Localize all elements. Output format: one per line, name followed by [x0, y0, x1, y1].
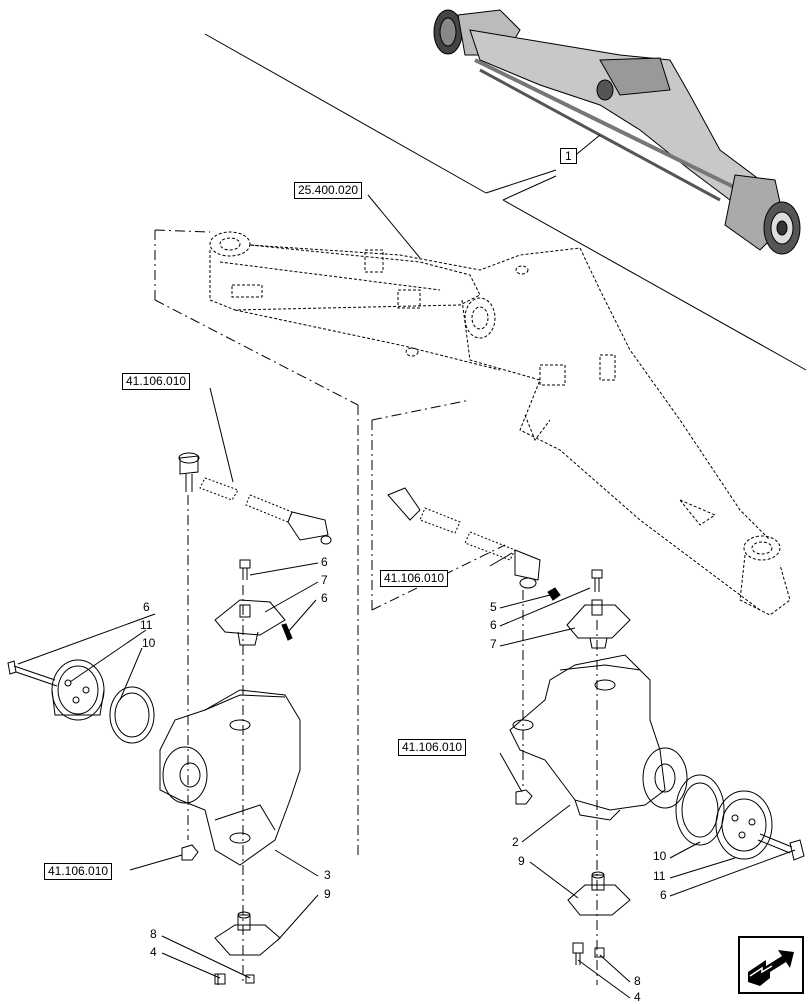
left-seal-ring	[109, 686, 155, 744]
left-lower-bolts	[214, 973, 255, 985]
tie-rod-reference-label-left[interactable]: 41.106.010	[122, 373, 191, 390]
tie-rod-reference-label-right[interactable]: 41.106.010	[380, 570, 449, 587]
left-steering-knuckle	[159, 689, 301, 866]
right-hub-cover	[715, 790, 773, 860]
axle-beam-drawing	[209, 231, 791, 616]
left-hub-cover	[51, 659, 105, 721]
left-bolt-upper	[239, 559, 251, 580]
axle-reference-label[interactable]: 25.400.020	[294, 182, 363, 199]
part-label-8: 8	[634, 974, 641, 988]
part-label-6: 6	[490, 618, 497, 632]
part-label-3: 3	[324, 868, 331, 882]
left-nut	[181, 844, 199, 861]
left-tie-rod-end	[178, 452, 332, 545]
left-lower-pivot-plate	[214, 911, 281, 956]
axle-ref-leader	[367, 194, 421, 259]
left-tie-rod-leader	[209, 387, 234, 483]
right-bolt-upper	[591, 569, 603, 592]
part-label-11: 11	[140, 618, 153, 632]
right-lower-bolts	[572, 942, 605, 965]
part-label-7: 7	[321, 573, 328, 587]
part-label-10: 10	[142, 636, 156, 650]
part-label-7: 7	[490, 637, 497, 651]
left-grease-fitting	[281, 623, 293, 641]
part-label-8: 8	[150, 927, 157, 941]
part-label-10: 10	[653, 849, 667, 863]
next-page-arrow-icon[interactable]	[738, 936, 804, 994]
right-seal-ring	[675, 774, 725, 846]
part-label-6: 6	[321, 591, 328, 605]
axle-beam-frame	[154, 229, 506, 855]
part-label-6: 6	[660, 888, 667, 902]
part-label-4: 4	[634, 990, 641, 1004]
part-label-5: 5	[490, 600, 497, 614]
left-upper-pivot-plate	[214, 599, 286, 646]
right-upper-pivot-plate	[566, 599, 631, 649]
right-grease-fitting	[547, 587, 561, 601]
overview-callout-number: 1	[560, 148, 577, 164]
part-label-6: 6	[321, 555, 328, 569]
part-label-6: 6	[143, 600, 150, 614]
right-tie-rod-end	[387, 487, 541, 589]
right-steering-knuckle	[509, 654, 688, 821]
part-label-4: 4	[150, 945, 157, 959]
right-tie-rod-leader	[489, 552, 513, 567]
part-label-9: 9	[518, 854, 525, 868]
right-long-bolt	[757, 833, 805, 861]
right-lower-pivot-plate	[567, 871, 631, 916]
part-label-2: 2	[512, 835, 519, 849]
left-long-bolt	[7, 660, 58, 687]
nut-reference-label-left[interactable]: 41.106.010	[44, 863, 113, 880]
label-leaders	[17, 562, 796, 999]
part-label-11: 11	[653, 869, 666, 883]
nut-reference-label-right[interactable]: 41.106.010	[398, 739, 467, 756]
right-nut	[515, 789, 533, 805]
axle-overview-thumbnail	[204, 9, 807, 371]
part-label-9: 9	[324, 887, 331, 901]
